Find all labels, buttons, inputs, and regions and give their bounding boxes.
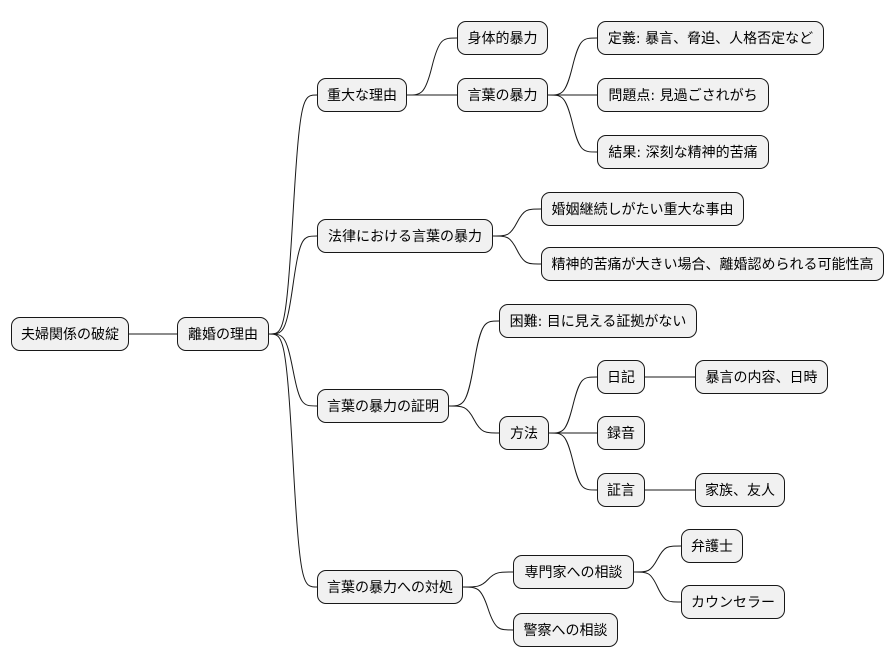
node-counselor: カウンセラー [681, 585, 785, 619]
node-serious-reasons: 重大な理由 [317, 78, 407, 112]
node-consult-police: 警察への相談 [513, 613, 618, 647]
edge-line [547, 37, 598, 96]
edge-line [462, 586, 514, 631]
edge-line [633, 571, 682, 603]
node-family-friends: 家族、友人 [695, 473, 785, 507]
edge-line [268, 333, 318, 588]
node-result: 結果: 深刻な精神的苦痛 [597, 135, 769, 169]
node-definition: 定義: 暴言、脅迫、人格否定など [597, 21, 824, 55]
edge-line [268, 235, 318, 335]
edge-line [268, 94, 318, 335]
edge-line [633, 545, 682, 573]
edge-line [406, 37, 458, 96]
node-difficulty-no-evidence: 困難: 目に見える証拠がない [499, 304, 697, 338]
node-problem: 問題点: 見過ごされがち [597, 78, 769, 112]
edge-line [462, 571, 514, 588]
node-testimony: 証言 [597, 473, 645, 507]
node-diary: 日記 [597, 360, 645, 394]
node-proof-of-verbal-abuse: 言葉の暴力の証明 [317, 389, 449, 423]
node-abuse-content-datetime: 暴言の内容、日時 [695, 360, 828, 394]
edge-line [547, 94, 598, 153]
edge-line [492, 208, 542, 237]
edge-line [448, 405, 500, 434]
node-divorce-reasons: 離婚の理由 [177, 317, 269, 351]
edge-line [268, 333, 318, 407]
node-dealing-with-verbal-abuse: 言葉の暴力への対処 [317, 570, 463, 604]
edge-line [448, 320, 500, 407]
edge-line [548, 376, 598, 434]
node-physical-violence: 身体的暴力 [457, 21, 548, 55]
node-grave-grounds: 婚姻継続しがたい重大な事由 [541, 192, 744, 226]
node-divorce-likely: 精神的苦痛が大きい場合、離婚認められる可能性高 [541, 247, 884, 281]
node-lawyer: 弁護士 [681, 529, 743, 563]
node-recording: 録音 [597, 416, 645, 450]
edge-line [548, 432, 598, 491]
node-consult-experts: 専門家への相談 [513, 555, 634, 589]
node-verbal-abuse: 言葉の暴力 [457, 78, 548, 112]
node-verbal-abuse-in-law: 法律における言葉の暴力 [317, 219, 493, 253]
edge-line [492, 235, 542, 265]
node-methods: 方法 [499, 416, 549, 450]
node-root-marital-breakdown: 夫婦関係の破綻 [11, 317, 129, 351]
